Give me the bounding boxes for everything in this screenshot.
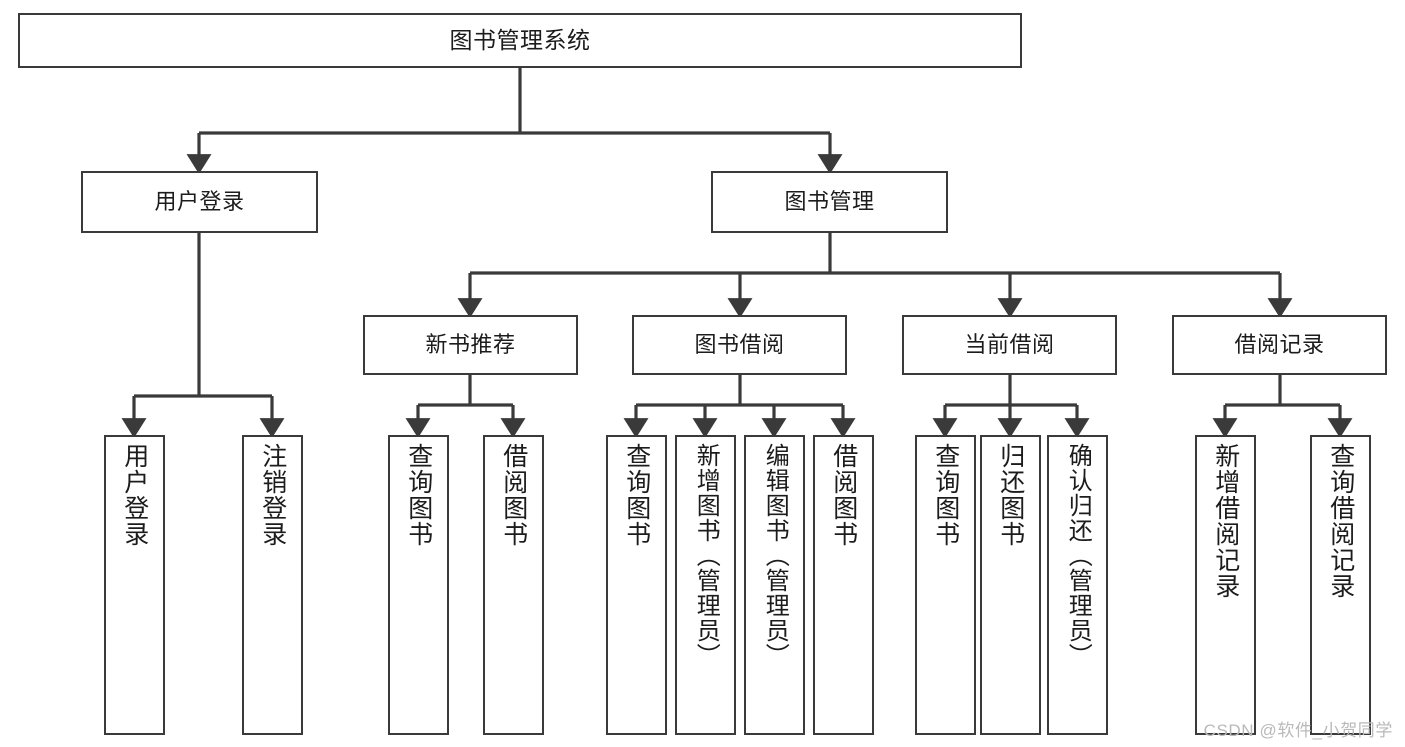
node-label: 图书借阅 bbox=[694, 332, 785, 358]
node-root-system[interactable]: 图书管理系统 bbox=[18, 13, 1022, 68]
node-label: 借阅图书 bbox=[499, 443, 528, 547]
leaf-record-query-record[interactable]: 查询借阅记录 bbox=[1310, 435, 1371, 735]
node-label: 确认归还（管理员） bbox=[1064, 443, 1092, 668]
node-label: 图书管理系统 bbox=[449, 26, 591, 53]
node-label: 图书管理 bbox=[784, 189, 875, 215]
leaf-borrow-add-book-admin[interactable]: 新增图书（管理员） bbox=[675, 435, 736, 735]
node-label: 用户登录 bbox=[154, 189, 245, 215]
leaf-user-login-logout[interactable]: 注销登录 bbox=[242, 435, 303, 735]
node-label: 查询图书 bbox=[931, 443, 960, 547]
leaf-current-confirm-return-admin[interactable]: 确认归还（管理员） bbox=[1047, 435, 1108, 735]
leaf-recommend-borrow-book[interactable]: 借阅图书 bbox=[483, 435, 544, 735]
leaf-recommend-query-book[interactable]: 查询图书 bbox=[388, 435, 449, 735]
leaf-borrow-query-book[interactable]: 查询图书 bbox=[606, 435, 667, 735]
node-label: 新增图书（管理员） bbox=[692, 443, 720, 668]
node-label: 归还图书 bbox=[996, 443, 1025, 547]
leaf-current-return-book[interactable]: 归还图书 bbox=[980, 435, 1041, 735]
node-book-management[interactable]: 图书管理 bbox=[711, 171, 948, 233]
node-label: 查询图书 bbox=[622, 443, 651, 547]
node-label: 新书推荐 bbox=[425, 332, 516, 358]
watermark-text: CSDN @软件_小贺同学 bbox=[1203, 721, 1393, 740]
leaf-current-query-book[interactable]: 查询图书 bbox=[915, 435, 976, 735]
node-label: 注销登录 bbox=[258, 443, 287, 547]
node-borrow-record[interactable]: 借阅记录 bbox=[1172, 315, 1387, 375]
node-label: 借阅图书 bbox=[829, 443, 858, 547]
node-user-login[interactable]: 用户登录 bbox=[81, 171, 318, 233]
leaf-borrow-edit-book-admin[interactable]: 编辑图书（管理员） bbox=[744, 435, 805, 735]
node-current-borrow[interactable]: 当前借阅 bbox=[902, 315, 1117, 375]
node-label: 新增借阅记录 bbox=[1211, 443, 1240, 599]
node-label: 当前借阅 bbox=[964, 332, 1055, 358]
node-label: 编辑图书（管理员） bbox=[761, 443, 789, 668]
leaf-record-add-record[interactable]: 新增借阅记录 bbox=[1195, 435, 1256, 735]
node-book-borrow[interactable]: 图书借阅 bbox=[632, 315, 847, 375]
node-label: 借阅记录 bbox=[1234, 332, 1325, 358]
node-new-book-recommend[interactable]: 新书推荐 bbox=[363, 315, 578, 375]
leaf-user-login-login[interactable]: 用户登录 bbox=[104, 435, 165, 735]
node-label: 查询图书 bbox=[404, 443, 433, 547]
node-label: 用户登录 bbox=[120, 443, 149, 547]
node-label: 查询借阅记录 bbox=[1326, 443, 1355, 599]
leaf-borrow-borrow-book[interactable]: 借阅图书 bbox=[813, 435, 874, 735]
